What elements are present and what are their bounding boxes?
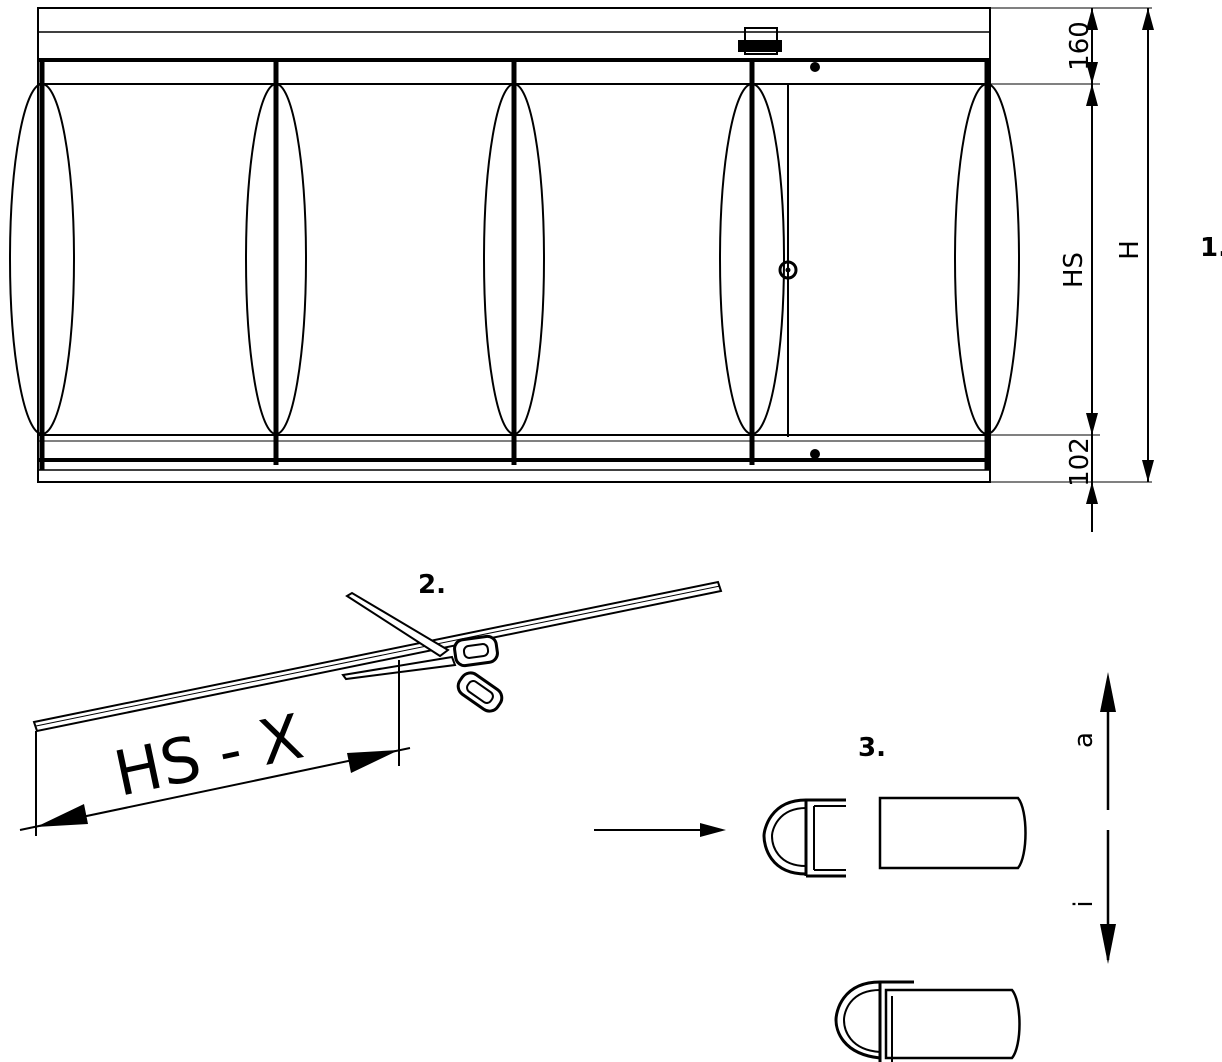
panel-frame (37, 7, 991, 483)
scissors-handle-2-hole (466, 680, 494, 704)
dim-hs-arrow-top (1086, 84, 1098, 106)
direction-a-label: a (1069, 732, 1099, 748)
cutting-step: 2. HS - X (19, 570, 723, 836)
dim-h-label: H (1115, 240, 1145, 260)
profile-seal-hook (762, 798, 807, 876)
profile-orientation-step: 3. a i (594, 672, 1116, 1062)
scissors-blade-upper (345, 591, 450, 658)
seal-lens-3 (483, 83, 545, 435)
cut-arrow-right (347, 750, 399, 773)
arrow-up-head (1100, 672, 1116, 712)
pin-dot-top (810, 62, 820, 72)
direction-i-label: i (1069, 900, 1099, 907)
pin-dot-bottom (810, 449, 820, 459)
seal-strip-midline (35, 585, 721, 727)
assembled-strip-section (884, 988, 1021, 1060)
step-3-label: 3. (858, 733, 886, 763)
step-1-label: 1. (1200, 233, 1222, 263)
seal-lens-5 (954, 83, 1020, 435)
strip-end-section (878, 796, 1027, 870)
dim-h-arrow-top (1142, 8, 1154, 30)
latch-knob-center (785, 267, 791, 273)
lock-bracket-base (738, 40, 782, 52)
dim-hs-label: HS (1059, 252, 1089, 288)
door-panel-elevation: 160 HS 102 H 1. (9, 7, 1222, 532)
dim-160-arrow-top (1086, 8, 1098, 30)
dim-102-label: 102 (1065, 437, 1095, 487)
dim-102-arrow (1086, 482, 1098, 504)
cut-formula: HS - X (108, 700, 309, 811)
seal-lens-4 (719, 83, 785, 435)
dim-hs-arrow-bottom (1086, 413, 1098, 435)
insert-arrow-head (700, 823, 726, 837)
seal-lens-2 (245, 83, 307, 435)
seal-lens-1 (9, 83, 75, 435)
dim-160-label: 160 (1065, 21, 1095, 71)
dim-h-arrow-bottom (1142, 460, 1154, 482)
step-2-label: 2. (418, 570, 446, 600)
assembled-profile-hook (834, 980, 881, 1060)
assembled-profile-hook-inner (842, 989, 881, 1053)
cut-arrow-left (36, 804, 88, 827)
arrow-down-head (1100, 924, 1116, 964)
profile-seal-hook-inner (770, 807, 807, 867)
scissors-handle-1-hole (462, 643, 490, 659)
latch-knob (778, 260, 798, 280)
dim-160-arrow-bottom (1086, 62, 1098, 84)
